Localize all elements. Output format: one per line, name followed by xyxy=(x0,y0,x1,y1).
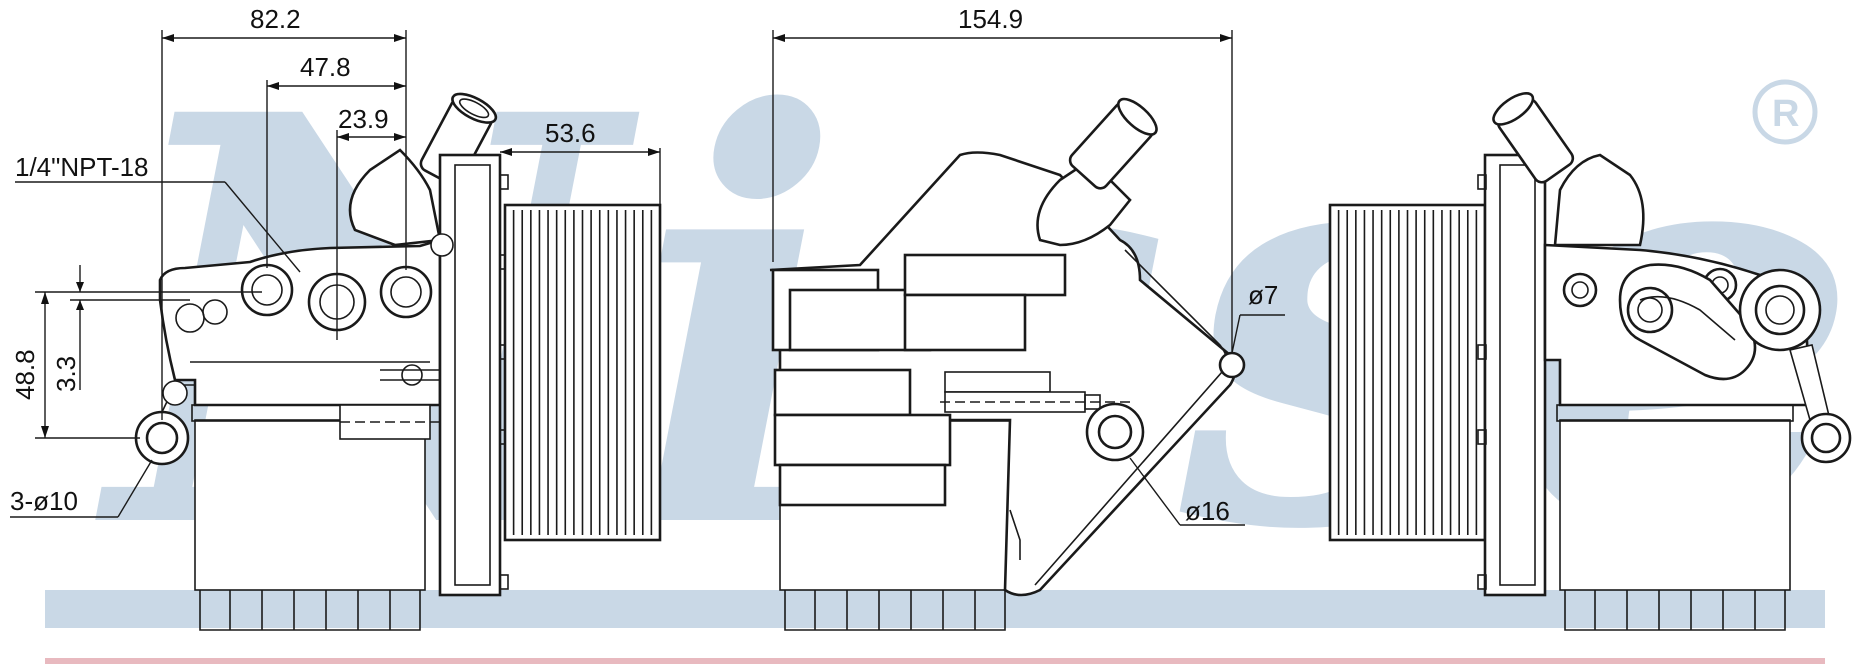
dim-154-9: 154.9 xyxy=(958,4,1023,34)
thread-spec-label: 1/4"NPT-18 xyxy=(15,152,149,182)
mount-holes-label: 3-ø10 xyxy=(10,486,78,516)
small-hole xyxy=(1218,351,1246,379)
mounting-plate xyxy=(438,153,502,597)
registered-mark-icon xyxy=(1752,79,1818,145)
dim-23-9: 23.9 xyxy=(338,104,389,134)
port-3 xyxy=(379,265,433,319)
bottom-accent-line xyxy=(45,658,1825,664)
dim-53-6: 53.6 xyxy=(545,118,596,148)
mounting-plate-right xyxy=(1483,153,1547,597)
dim-47-8: 47.8 xyxy=(300,52,351,82)
small-hole-label: ø7 xyxy=(1248,280,1278,310)
outlet-elbow-right xyxy=(1553,153,1645,247)
right-view xyxy=(1328,92,1852,631)
filter-canister-right xyxy=(1559,419,1791,591)
dim-48-8: 48.8 xyxy=(10,349,40,400)
left-view xyxy=(134,92,662,631)
svg-text:R: R xyxy=(1772,93,1799,135)
port-16-label: ø16 xyxy=(1185,496,1230,526)
cooler-fins-right xyxy=(1337,210,1478,535)
port-16 xyxy=(1085,402,1145,462)
outlet-elbow xyxy=(348,148,442,247)
cooler-fins xyxy=(512,210,653,535)
middle-dimensions: 154.9 ø7 ø16 xyxy=(772,4,1285,526)
boss-right xyxy=(1738,268,1822,352)
filter-canister xyxy=(194,419,426,591)
left-dimensions: 82.2 47.8 23.9 53.6 1/4"NPT-18 48.8 3.3 xyxy=(10,4,661,518)
mount-hole-right xyxy=(1800,412,1852,464)
housing-body xyxy=(158,238,442,407)
dim-3-3: 3.3 xyxy=(51,356,81,392)
port-1 xyxy=(240,263,294,317)
watermark-bar xyxy=(45,590,1825,628)
middle-view xyxy=(769,97,1246,631)
dim-82-2: 82.2 xyxy=(250,4,301,34)
